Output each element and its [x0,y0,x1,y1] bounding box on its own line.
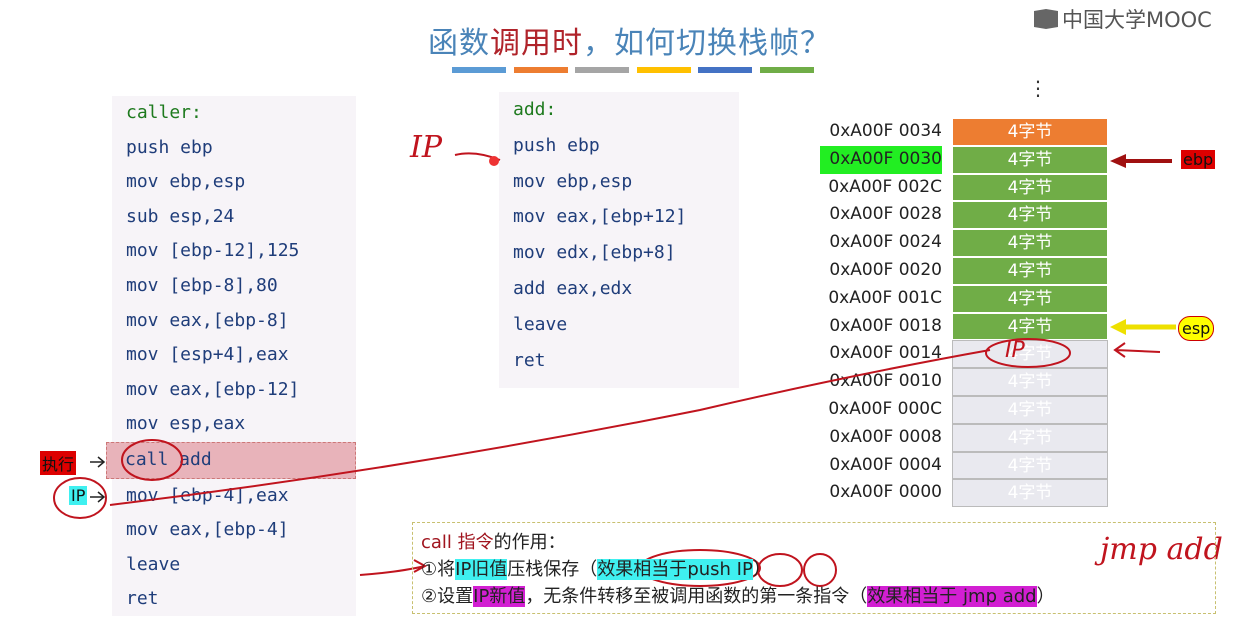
stack-cell: 4字节 [952,312,1108,341]
exec-tag: 执行 [40,451,77,475]
note-highlight: IP新值 [473,586,526,607]
stack-ellipsis: ⋮ [1028,76,1048,100]
stack-address: 0xA00F 0014 [829,343,942,364]
code-line: leave [126,553,181,575]
code-line: mov ebp,esp [513,170,633,192]
stack-address: 0xA00F 0034 [829,121,942,141]
stack-cell: 4字节 [952,201,1108,230]
code-line: leave [513,313,568,335]
jmp-handwritten: jmp add [1100,532,1223,567]
code-line: mov [ebp-8],80 [126,274,278,296]
note-text: 压栈保存（ [507,559,598,580]
code-line: mov eax,[ebp-12] [126,378,300,400]
ip-stack-handwritten: IP [1005,338,1025,363]
stack-cell: 4字节 [952,257,1108,285]
stack-cell: 4字节 [952,451,1108,480]
stack-cell: 4字节 [952,479,1108,508]
esp-arrowhead [1110,319,1126,335]
code-line: ret [126,588,159,610]
title-highlight: 调用时 [490,26,583,61]
book-icon [1034,9,1058,29]
mooc-logo: 中国大学MOOC [1034,4,1212,34]
page-title: 函数调用时，如何切换栈帧？ [428,18,831,62]
ip-handwritten: IP [410,130,443,165]
title-bar [636,67,691,73]
code-line: mov eax,[ebp-4] [126,519,289,541]
stack-address: 0xA00F 0018 [829,315,942,336]
ebp-arrowhead [1110,154,1126,168]
title-bar [575,67,629,73]
ip-left-arrow [90,491,106,503]
stack-address: 0xA00F 0004 [829,454,942,475]
stack-cell: 4字节 [952,423,1108,452]
stack-address: 0xA00F 002C [828,176,942,197]
note-highlight: 效果相当于 [597,559,688,580]
stack-cell: 4字节 [952,145,1108,174]
stack-address: 0xA00F 0000 [829,482,942,503]
stack-address: 0xA00F 000C [828,399,942,419]
stack-address: 0xA00F 0024 [829,232,942,253]
stack-address: 0xA00F 0030 [820,145,942,174]
call-explanation-box: call 指令的作用： ①将IP旧值压栈保存（效果相当于push IP） ②设置… [412,522,1216,614]
add-code-block: add: push ebp mov ebp,esp mov eax,[ebp+12]… [499,92,739,388]
ip-note-circle [803,553,837,587]
note-text: ②设置 [421,586,474,607]
note-highlight: push IP [687,559,753,580]
add-label: add: [513,99,557,120]
note-heading-call: call 指令 [421,532,494,553]
code-line: mov esp,eax [126,413,246,435]
title-part: ，如何切换栈帧？ [583,26,831,61]
code-line: sub esp,24 [126,205,235,227]
title-bar [513,67,568,73]
note-text: ） [1036,586,1055,607]
stack-cell: 4字节 [952,284,1108,313]
code-line: push ebp [513,134,600,156]
code-line: ret [513,349,546,371]
code-line: mov [esp+4],eax [126,344,289,366]
esp-tag: esp [1178,316,1215,341]
stack-cell: 4字节 [952,229,1108,257]
stack-cell: 4字节 [952,368,1108,396]
code-line: mov ebp,esp [126,171,246,193]
ebp-tag: ebp [1181,150,1216,169]
title-part: 函数 [428,26,490,61]
title-bar [698,67,752,73]
ip-to-stack-curve [109,349,991,506]
note-text: ①将 [421,559,456,580]
code-line: push ebp [126,136,213,158]
caller-label: caller: [126,102,202,123]
stack-cell: 4字节 [952,340,1108,369]
code-line: add eax,edx [513,277,633,299]
note-highlight: IP旧值 [455,559,508,580]
code-line: mov eax,[ebp+12] [513,206,687,228]
code-line: mov [ebp-12],125 [126,240,300,262]
title-bar [452,67,506,73]
logo-text: 中国大学MOOC [1062,8,1212,32]
stack-address: 0xA00F 0020 [829,260,942,280]
pointer-dot [489,156,499,166]
stack-address: 0xA00F 001C [828,287,942,308]
ip-circle [53,477,107,519]
ip-tag: IP [69,486,88,505]
stack-cell: 4字节 [952,173,1108,202]
caller-code-block: caller: push ebp mov ebp,esp sub esp,24 mov… [106,96,356,616]
note-highlight: 效果相当于 jmp add [867,586,1037,607]
push-circle [757,553,803,587]
exec-arrow [90,456,106,468]
title-bar [759,67,814,73]
ip-stack-circle [985,338,1071,368]
stack-arrow [1113,342,1161,358]
stack-cell: 4字节 [952,118,1108,146]
note-arrow [359,559,428,576]
stack-address: 0xA00F 0008 [829,426,942,447]
code-line: mov eax,[ebp-8] [126,309,289,331]
note-text: ） [752,559,771,580]
call-circle [121,439,183,481]
note-heading: 的作用： [493,532,566,553]
code-line: call add [106,441,356,479]
stack-cell: 4字节 [952,396,1108,424]
note-text: ，无条件转移至被调用函数的第一条指令（ [525,586,868,607]
code-line: mov edx,[ebp+8] [513,242,676,264]
stack-address: 0xA00F 0028 [829,204,942,225]
